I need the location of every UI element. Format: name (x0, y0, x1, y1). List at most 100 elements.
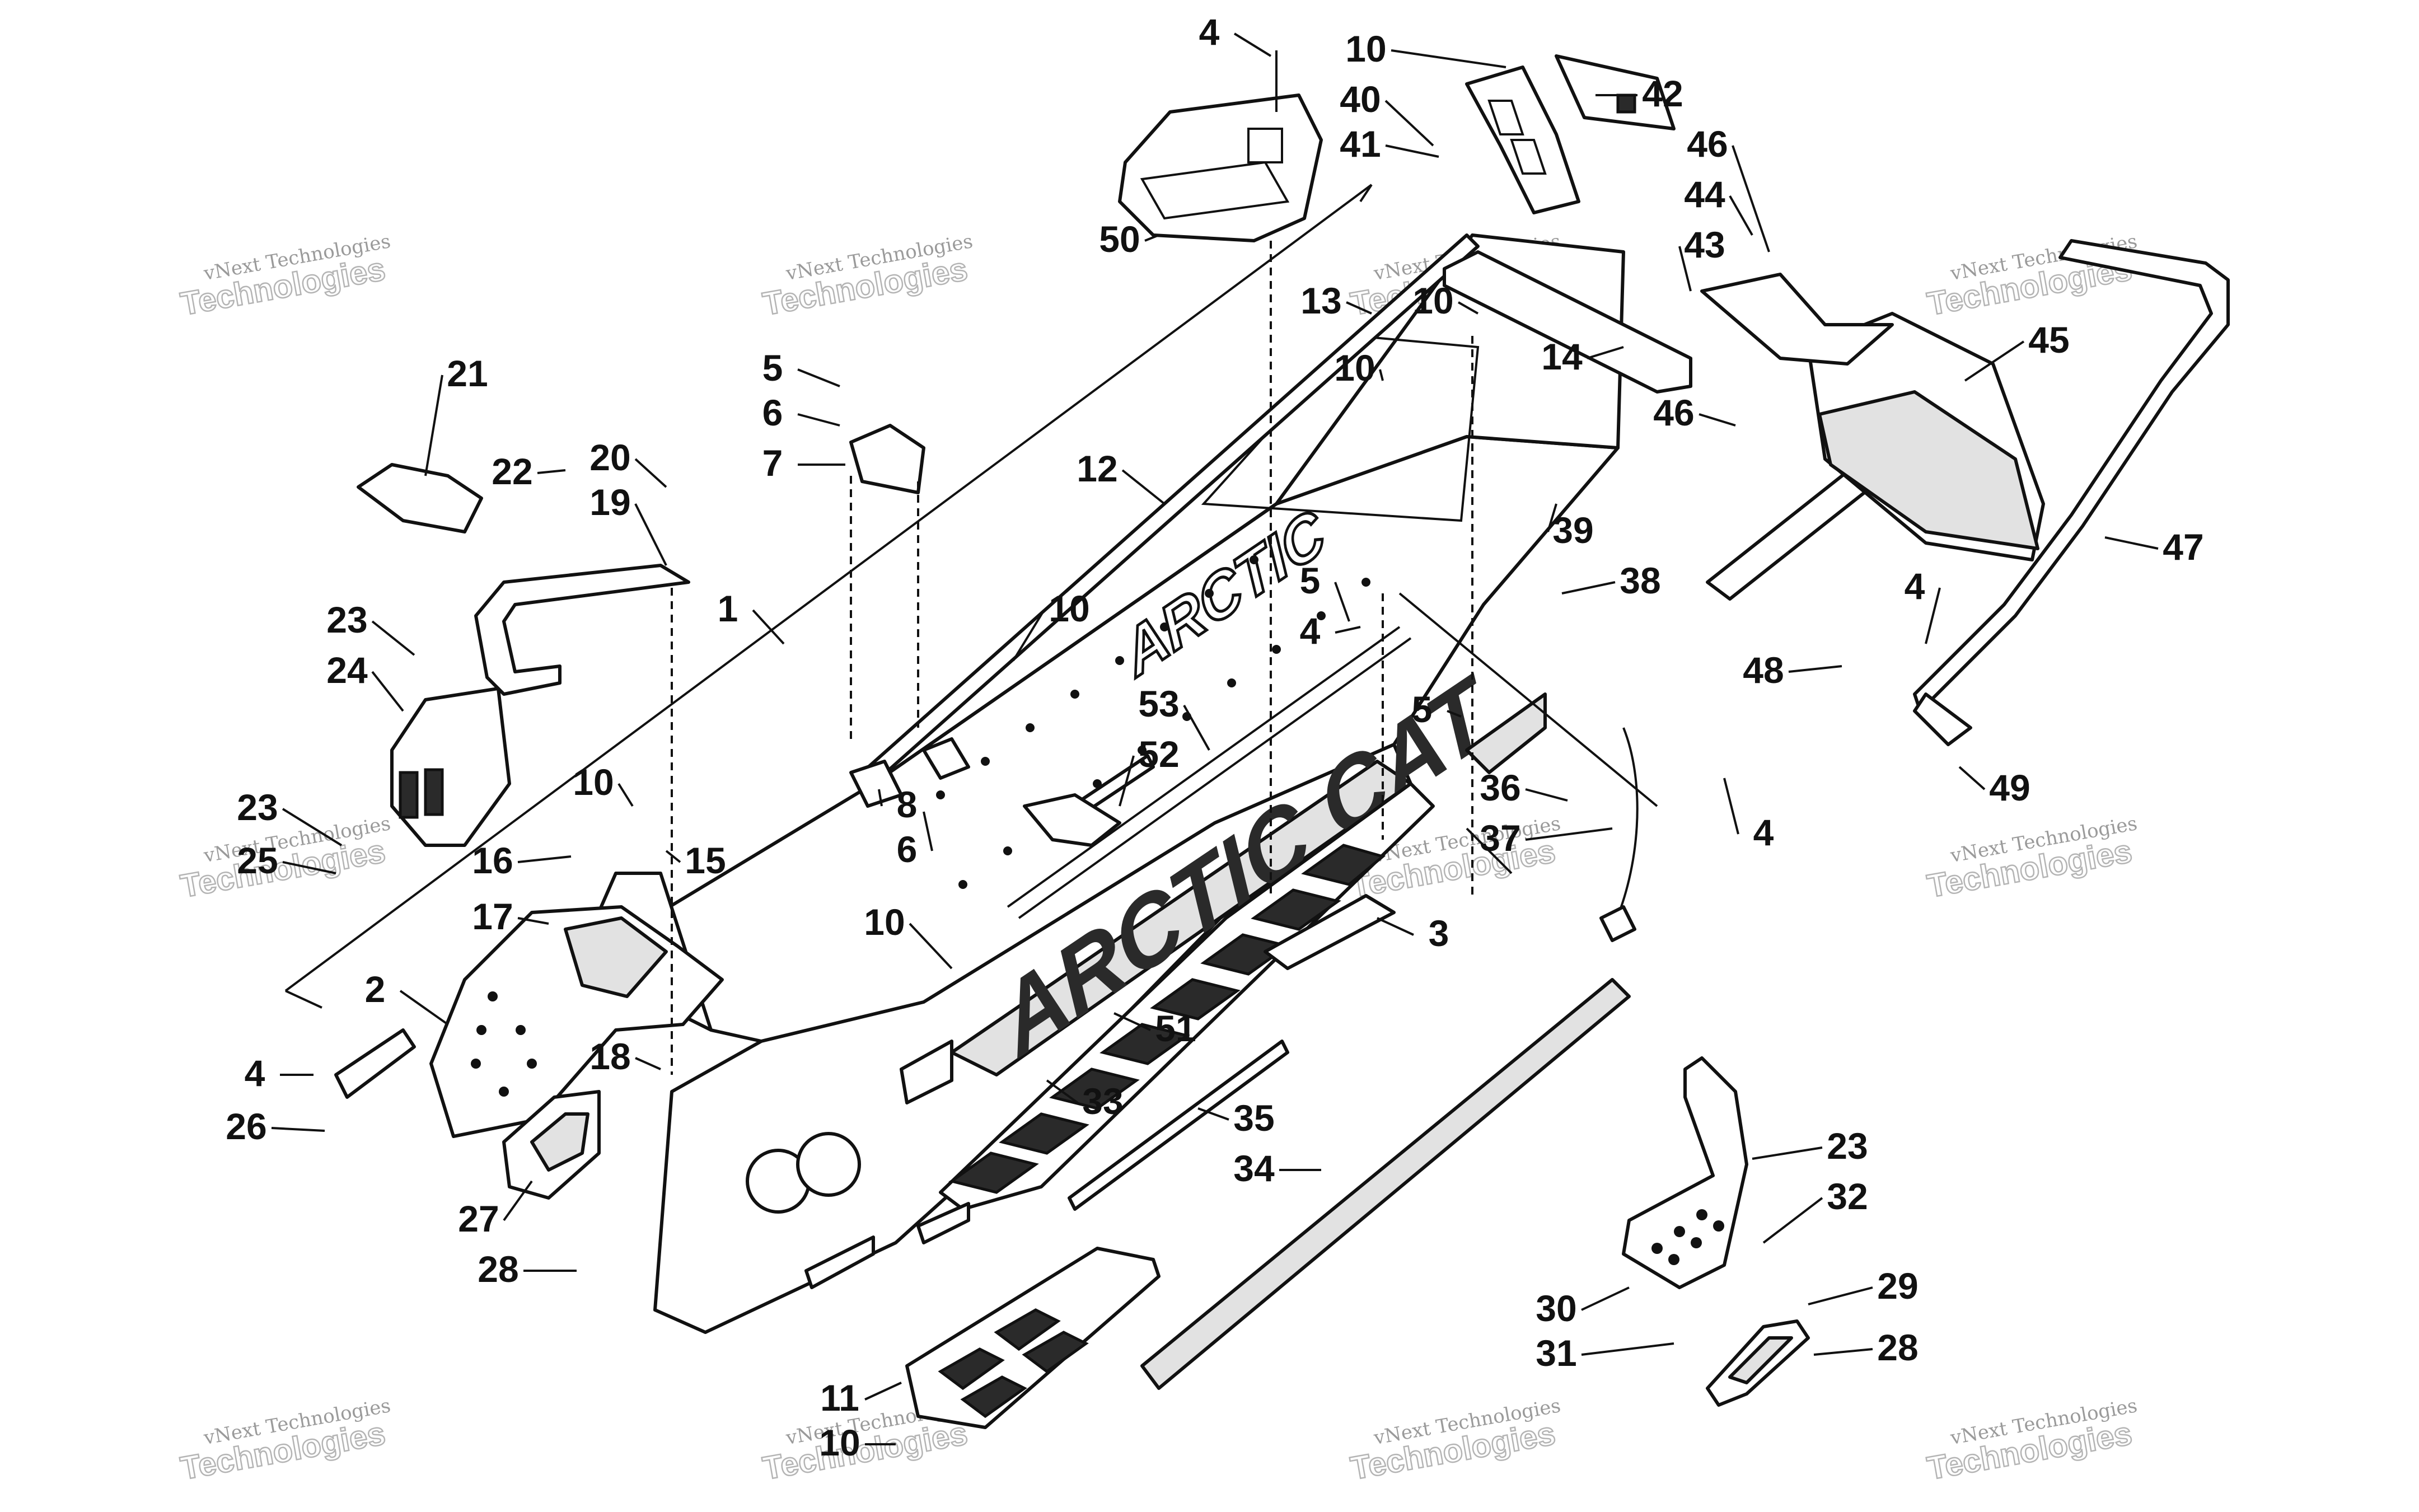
part-52-bracket (1023, 793, 1121, 847)
callout-number: 53 (1138, 683, 1179, 724)
part-7-mount (849, 424, 925, 494)
callout-leader (1732, 145, 1770, 252)
assembly-guides (671, 241, 1658, 1075)
callout-leader (1729, 195, 1753, 236)
footwell-holes (1651, 1209, 1724, 1265)
callout-number: 34 (1233, 1148, 1275, 1189)
callout-number: 10 (1049, 588, 1089, 629)
callout-number: 25 (237, 840, 278, 881)
callout-number: 28 (1877, 1327, 1918, 1368)
callout-leader (1547, 503, 1557, 532)
callout-leader (797, 368, 840, 387)
part-45-snow-flap (1700, 273, 2045, 561)
callout-number: 33 (1082, 1080, 1123, 1122)
callout-leader (1808, 1286, 1873, 1305)
part-42-bracket (1465, 54, 1676, 214)
part-35-strip (1068, 1040, 1289, 1211)
part-24-shield (390, 687, 511, 847)
callout-leader (1377, 917, 1414, 936)
callout-leader (1762, 1197, 1823, 1244)
tunnel-assembly: ARCTIC CAT ARCTIC (575, 233, 1625, 1334)
callout-leader (537, 469, 566, 474)
callout-number: 44 (1684, 174, 1725, 215)
callout-leader (1813, 1348, 1873, 1356)
callout-number: 19 (589, 481, 630, 523)
callout-number: 21 (447, 353, 488, 394)
part-19-bracket (474, 564, 690, 696)
callout-leader (1723, 778, 1739, 835)
callout-leader (1121, 469, 1166, 505)
callout-number: 32 (1827, 1176, 1868, 1217)
part-3-bracket (1264, 894, 1396, 970)
callout-leader (1197, 1107, 1229, 1121)
callout-leader (282, 808, 343, 846)
callout-number: 43 (1684, 224, 1725, 265)
callout-number: 38 (1620, 560, 1660, 601)
callout-leader (371, 671, 404, 712)
callout-number: 10 (1334, 347, 1375, 388)
callout-leader (1335, 626, 1361, 634)
callout-number: 14 (1541, 336, 1583, 377)
callout-number: 22 (492, 451, 532, 492)
callout-number: 12 (1077, 448, 1117, 489)
callout-leader (399, 990, 449, 1026)
part-8-disc (849, 737, 970, 808)
callout-number: 52 (1138, 733, 1179, 775)
callout-number: 8 (897, 784, 918, 825)
callout-leader (878, 789, 883, 807)
callout-leader (797, 413, 840, 427)
callout-leader (635, 1057, 661, 1070)
callout-leader (1561, 581, 1616, 594)
callout-number: 5 (762, 347, 783, 388)
callout-number: 10 (864, 901, 905, 943)
callout-leaders (271, 32, 2159, 1445)
callout-number: 29 (1877, 1265, 1918, 1307)
callout-number: 41 (1340, 123, 1381, 165)
callout-number: 23 (1827, 1125, 1868, 1167)
callout-leader (1699, 413, 1736, 427)
callout-leader (634, 503, 667, 566)
part-14-rail (1443, 250, 1692, 394)
part-37-cable (1599, 727, 1639, 942)
callout-leader (1384, 100, 1434, 147)
callout-leader (1525, 827, 1613, 841)
callout-number: 24 (326, 649, 368, 691)
callout-number: 51 (1155, 1008, 1196, 1049)
callout-leader (1581, 1286, 1630, 1311)
callout-number: 23 (326, 599, 367, 640)
callout-leader (617, 783, 634, 807)
callout-number: 49 (1989, 767, 2030, 808)
callout-leader (1525, 788, 1568, 802)
callout-number: 40 (1340, 78, 1381, 120)
callout-number: 23 (237, 787, 278, 828)
callout-number: 46 (1653, 392, 1694, 433)
part-50-seat-pad (1118, 50, 1323, 242)
callout-number: 4 (1199, 11, 1220, 53)
part-36-plate (1465, 692, 1547, 774)
callout-number: 46 (1687, 123, 1728, 165)
callout-number: 10 (1345, 28, 1386, 69)
callout-leader (909, 923, 953, 970)
callout-number: 50 (1099, 218, 1140, 260)
callout-number: 4 (1300, 610, 1321, 652)
callout-number: 10 (1412, 280, 1453, 321)
callout-number: 11 (820, 1377, 859, 1419)
callout-number: 13 (1300, 280, 1341, 321)
bulkhead-holes (471, 991, 537, 1097)
callout-number: 10 (573, 761, 614, 803)
callout-leader (1447, 710, 1462, 718)
callout-number: 4 (1905, 565, 1925, 607)
callout-leader (1346, 301, 1372, 315)
callout-number: 20 (589, 437, 630, 478)
callout-number: 17 (472, 896, 513, 937)
callout-number: 27 (458, 1198, 499, 1239)
callout-leader (1012, 609, 1045, 662)
callout-number: 39 (1552, 509, 1593, 551)
callout-number: 47 (2163, 526, 2203, 568)
